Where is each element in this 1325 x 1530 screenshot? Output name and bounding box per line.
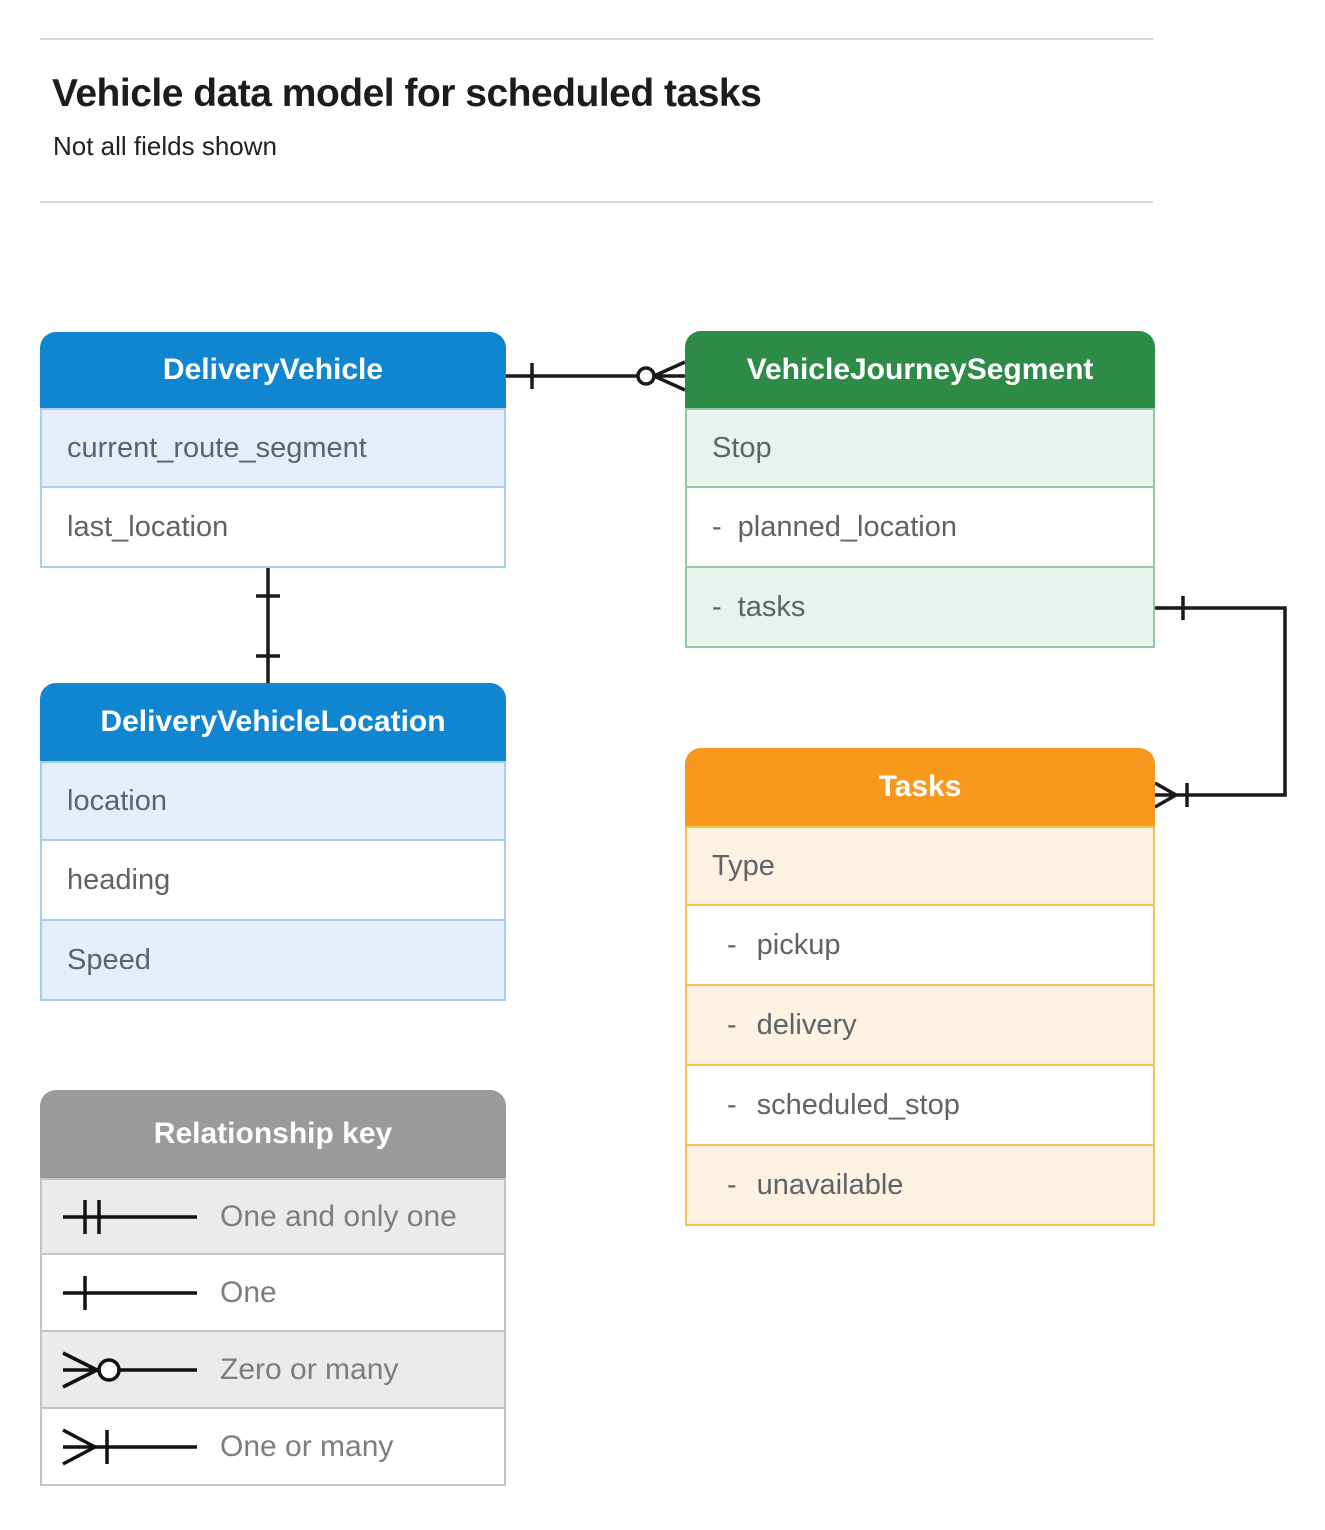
entity-tasks-title: Tasks xyxy=(685,748,1155,826)
field-row-speed: Speed xyxy=(40,921,506,1001)
field-label: current_route_segment xyxy=(67,431,367,464)
field-row-heading: heading xyxy=(40,841,506,921)
legend-row-one: One xyxy=(40,1255,506,1332)
legend-label: One or many xyxy=(220,1429,394,1463)
entity-delivery-vehicle-location-title: DeliveryVehicleLocation xyxy=(40,683,506,761)
field-label: heading xyxy=(67,863,171,896)
entity-vehicle-journey-segment: VehicleJourneySegment Stop - planned_loc… xyxy=(685,331,1155,648)
dash-prefix: - xyxy=(727,1168,737,1201)
field-label: Stop xyxy=(712,431,772,464)
field-label: Type xyxy=(712,849,775,882)
subtitle-divider xyxy=(40,201,1153,203)
one-icon xyxy=(63,1275,197,1310)
legend-label: One and only one xyxy=(220,1199,457,1233)
relationship-key: Relationship key One and only one One Ze… xyxy=(40,1090,506,1486)
entity-vehicle-journey-segment-title: VehicleJourneySegment xyxy=(685,331,1155,408)
field-row-stop: Stop xyxy=(685,408,1155,488)
field-label: tasks xyxy=(737,590,806,623)
connector-deliveryvehicle-deliveryvehiclelocation xyxy=(256,568,280,683)
field-label: last_location xyxy=(67,510,229,543)
dash-prefix: - xyxy=(727,928,737,961)
field-row-delivery: - delivery xyxy=(685,986,1155,1066)
dash-prefix: - xyxy=(727,1088,737,1121)
field-row-location: location xyxy=(40,761,506,841)
field-row-unavailable: - unavailable xyxy=(685,1146,1155,1226)
field-row-pickup: - pickup xyxy=(685,906,1155,986)
entity-delivery-vehicle-title: DeliveryVehicle xyxy=(40,332,506,408)
field-row-tasks: - tasks xyxy=(685,568,1155,648)
page-title: Vehicle data model for scheduled tasks xyxy=(52,72,762,115)
legend-label: Zero or many xyxy=(220,1352,399,1386)
legend-row-zero-or-many: Zero or many xyxy=(40,1332,506,1409)
field-row-current-route-segment: current_route_segment xyxy=(40,408,506,488)
connector-vehiclejourneysegment-tasks xyxy=(1154,596,1287,809)
top-divider xyxy=(40,38,1153,40)
one-or-many-icon xyxy=(62,1427,197,1466)
page-subtitle: Not all fields shown xyxy=(53,131,277,161)
dash-prefix: - xyxy=(727,1008,737,1041)
zero-or-many-icon xyxy=(62,1350,197,1389)
dash-prefix: - xyxy=(712,510,722,543)
field-row-last-location: last_location xyxy=(40,488,506,568)
field-label: location xyxy=(67,784,167,817)
connector-deliveryvehicle-vehiclejourneysegment xyxy=(506,360,686,392)
one-and-only-one-icon xyxy=(63,1199,197,1234)
field-label: unavailable xyxy=(756,1168,904,1201)
legend-row-one-or-many: One or many xyxy=(40,1409,506,1486)
field-row-type: Type xyxy=(685,826,1155,906)
field-label: scheduled_stop xyxy=(756,1088,960,1121)
entity-delivery-vehicle-location: DeliveryVehicleLocation location heading… xyxy=(40,683,506,1001)
field-row-scheduled-stop: - scheduled_stop xyxy=(685,1066,1155,1146)
field-label: delivery xyxy=(756,1008,857,1041)
entity-tasks: Tasks Type - pickup - delivery - schedul… xyxy=(685,748,1155,1226)
legend-row-one-and-only-one: One and only one xyxy=(40,1178,506,1255)
relationship-key-title: Relationship key xyxy=(40,1090,506,1178)
legend-label: One xyxy=(220,1275,277,1309)
dash-prefix: - xyxy=(712,590,722,623)
field-label: Speed xyxy=(67,943,151,976)
field-row-planned-location: - planned_location xyxy=(685,488,1155,568)
field-label: planned_location xyxy=(737,510,957,543)
field-label: pickup xyxy=(756,928,841,961)
entity-delivery-vehicle: DeliveryVehicle current_route_segment la… xyxy=(40,332,506,568)
